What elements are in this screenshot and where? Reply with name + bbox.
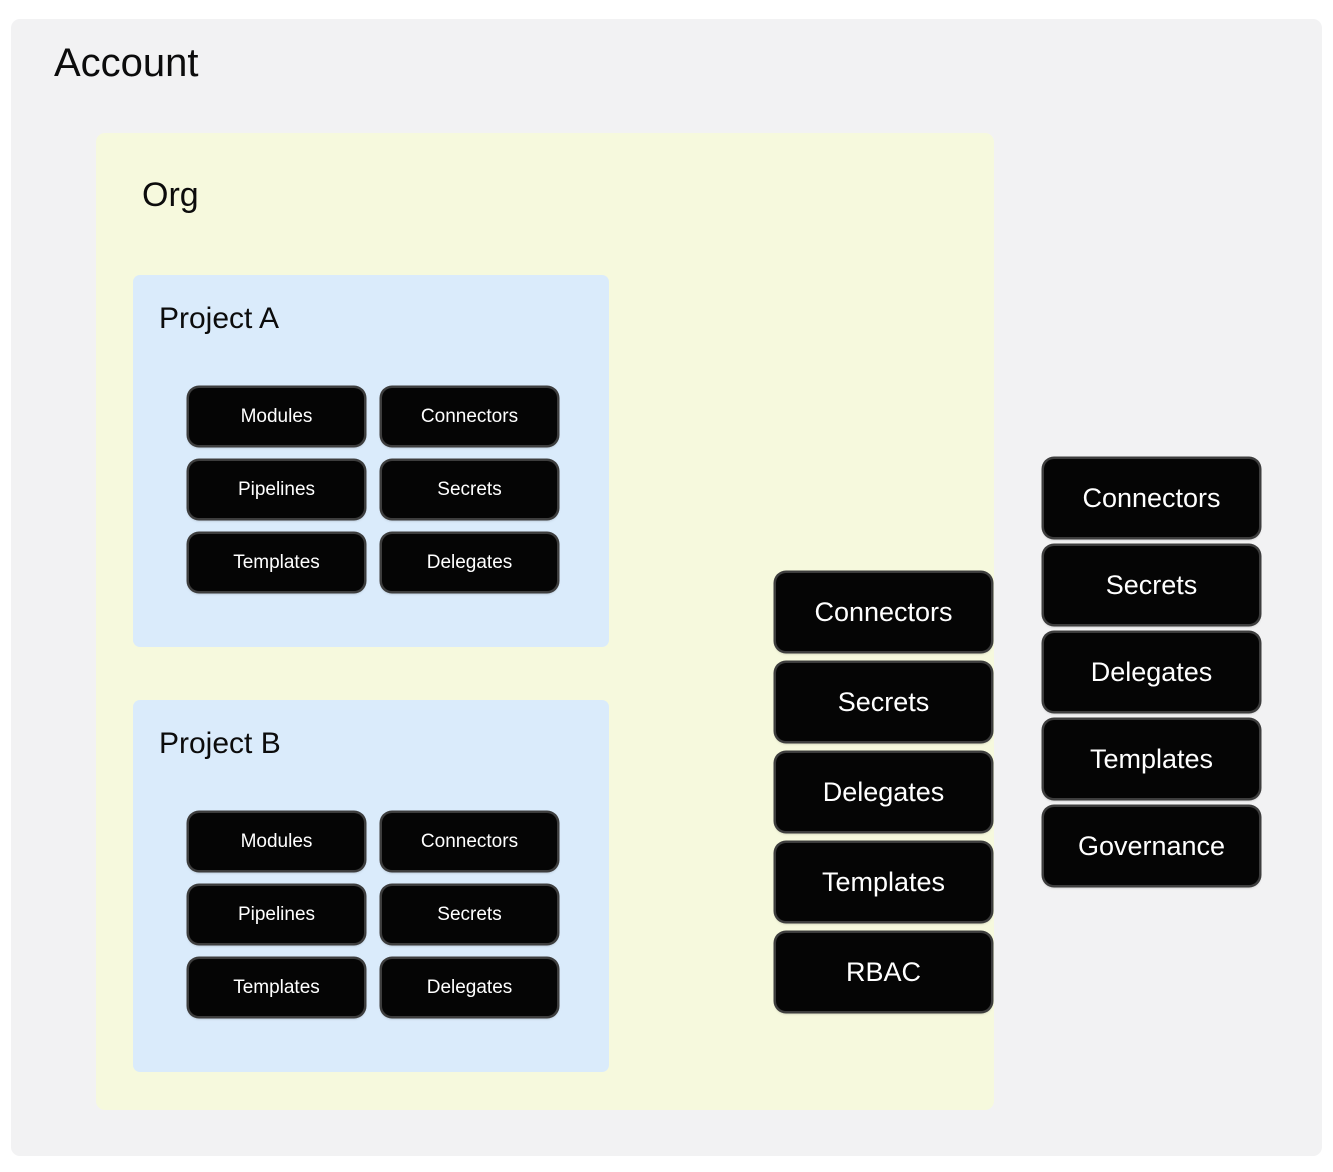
chip-project-a-templates[interactable]: Templates <box>189 534 364 591</box>
chip-project-b-connectors[interactable]: Connectors <box>382 813 557 870</box>
chip-project-a-pipelines[interactable]: Pipelines <box>189 461 364 518</box>
account-scope-title: Account <box>54 41 199 85</box>
project-a-resource-grid: Modules Connectors Pipelines Secrets Tem… <box>189 388 557 591</box>
project-a-container: Project A Modules Connectors Pipelines S… <box>133 275 609 647</box>
chip-project-a-connectors[interactable]: Connectors <box>382 388 557 445</box>
chip-org-secrets[interactable]: Secrets <box>776 663 991 741</box>
org-scope-title: Org <box>142 176 199 214</box>
chip-account-governance[interactable]: Governance <box>1044 807 1259 885</box>
chip-project-a-modules[interactable]: Modules <box>189 388 364 445</box>
chip-project-a-delegates[interactable]: Delegates <box>382 534 557 591</box>
org-scope-container: Org Project A Modules Connectors Pipelin… <box>96 133 994 1110</box>
project-a-title: Project A <box>159 302 280 335</box>
chip-project-b-delegates[interactable]: Delegates <box>382 959 557 1016</box>
chip-org-connectors[interactable]: Connectors <box>776 573 991 651</box>
org-level-resource-column: Connectors Secrets Delegates Templates R… <box>776 573 991 1011</box>
account-scope-container: Account Org Project A Modules Connectors… <box>11 19 1322 1156</box>
chip-project-b-modules[interactable]: Modules <box>189 813 364 870</box>
chip-account-connectors[interactable]: Connectors <box>1044 459 1259 537</box>
chip-org-templates[interactable]: Templates <box>776 843 991 921</box>
chip-project-b-templates[interactable]: Templates <box>189 959 364 1016</box>
project-b-resource-grid: Modules Connectors Pipelines Secrets Tem… <box>189 813 557 1016</box>
chip-org-delegates[interactable]: Delegates <box>776 753 991 831</box>
project-b-title: Project B <box>159 727 281 760</box>
project-b-container: Project B Modules Connectors Pipelines S… <box>133 700 609 1072</box>
chip-account-templates[interactable]: Templates <box>1044 720 1259 798</box>
chip-org-rbac[interactable]: RBAC <box>776 933 991 1011</box>
chip-project-b-pipelines[interactable]: Pipelines <box>189 886 364 943</box>
chip-account-secrets[interactable]: Secrets <box>1044 546 1259 624</box>
chip-project-b-secrets[interactable]: Secrets <box>382 886 557 943</box>
chip-project-a-secrets[interactable]: Secrets <box>382 461 557 518</box>
account-level-resource-column: Connectors Secrets Delegates Templates G… <box>1044 459 1259 885</box>
chip-account-delegates[interactable]: Delegates <box>1044 633 1259 711</box>
